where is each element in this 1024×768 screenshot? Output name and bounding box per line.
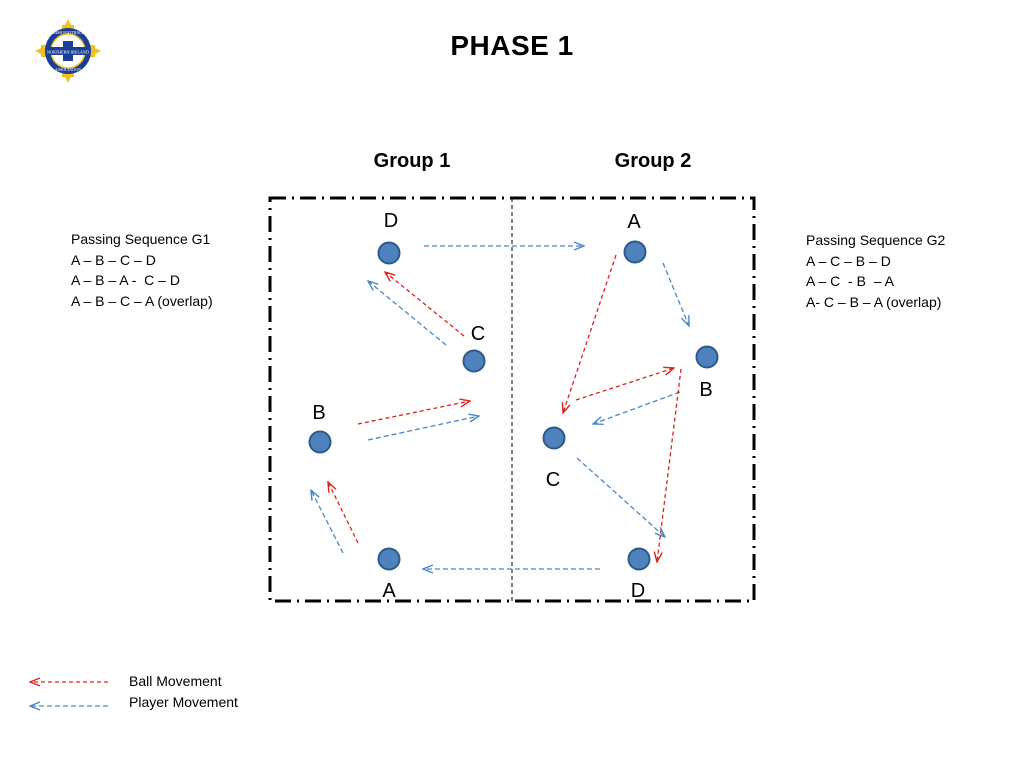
g1-player-b	[308, 430, 332, 454]
group-1-title: Group 1	[373, 150, 451, 172]
g1-ball-arrow-b-to-c	[357, 401, 470, 425]
g1-label-d: D	[384, 210, 398, 232]
legend-player-label: Player Movement	[129, 694, 238, 710]
crest-text-bottom: ASSOCIATION	[55, 67, 81, 72]
crest-text-top: IRISH FOOTBALL	[52, 30, 85, 35]
g1-player-d	[377, 241, 401, 265]
page-title: PHASE 1	[450, 30, 574, 61]
g2-player-arrow-b-to-c	[593, 391, 681, 424]
sequence-g1-title: Passing Sequence G1	[71, 231, 211, 247]
sequence-g1-line-1: A – B – C – D	[71, 251, 156, 268]
g2-label-c: C	[546, 469, 560, 491]
g2-player-arrow-a-to-b	[662, 262, 689, 326]
g1-player-a	[377, 547, 401, 571]
sequence-g2-title: Passing Sequence G2	[806, 232, 946, 248]
sequence-g1-line-3: A – B – C – A (overlap)	[71, 292, 213, 309]
g1-player-arrow-c-to-d	[368, 281, 447, 346]
g2-player-b	[695, 345, 719, 369]
g2-label-b: B	[699, 379, 712, 401]
sequence-g2-line-3: A- C – B – A (overlap)	[806, 293, 942, 310]
group-2-title: Group 2	[614, 150, 692, 172]
sequence-g2-line-2: A – C - B – A	[806, 273, 894, 289]
sequence-g1-line-2: A – B – A - C – D	[71, 272, 180, 288]
g1-player-arrow-b-to-c	[367, 416, 479, 441]
g2-label-a: A	[627, 211, 641, 233]
g2-player-c	[542, 426, 566, 450]
g1-player-arrow-a-to-b	[311, 490, 344, 554]
legend-ball-label: Ball Movement	[129, 673, 222, 689]
g1-label-b: B	[312, 402, 325, 424]
g2-ball-arrow-a-to-c	[563, 254, 617, 413]
passing-sequence-g1: Passing Sequence G1 A – B – C – D A – B …	[71, 229, 213, 311]
g2-player-arrow-c-to-d	[576, 457, 665, 537]
g1-label-a: A	[382, 580, 396, 602]
sequence-g2-line-1: A – C – B – D	[806, 252, 891, 269]
g1-ball-arrow-a-to-b	[328, 482, 359, 544]
g2-player-a	[623, 240, 647, 264]
g1-ball-arrow-c-to-d	[385, 272, 465, 337]
g2-ball-arrow-c-to-b	[575, 368, 674, 401]
g1-player-c	[462, 349, 486, 373]
g2-player-d	[627, 547, 651, 571]
g2-label-d: D	[631, 580, 645, 602]
crest-text-middle: NORTHERN IRELAND	[47, 50, 89, 55]
g1-label-c: C	[471, 323, 485, 345]
pitch-border	[268, 196, 756, 603]
passing-sequence-g2: Passing Sequence G2 A – C – B – D A – C …	[806, 230, 945, 312]
ifa-crest-logo: NORTHERN IRELAND IRISH FOOTBALL ASSOCIAT…	[35, 19, 101, 83]
